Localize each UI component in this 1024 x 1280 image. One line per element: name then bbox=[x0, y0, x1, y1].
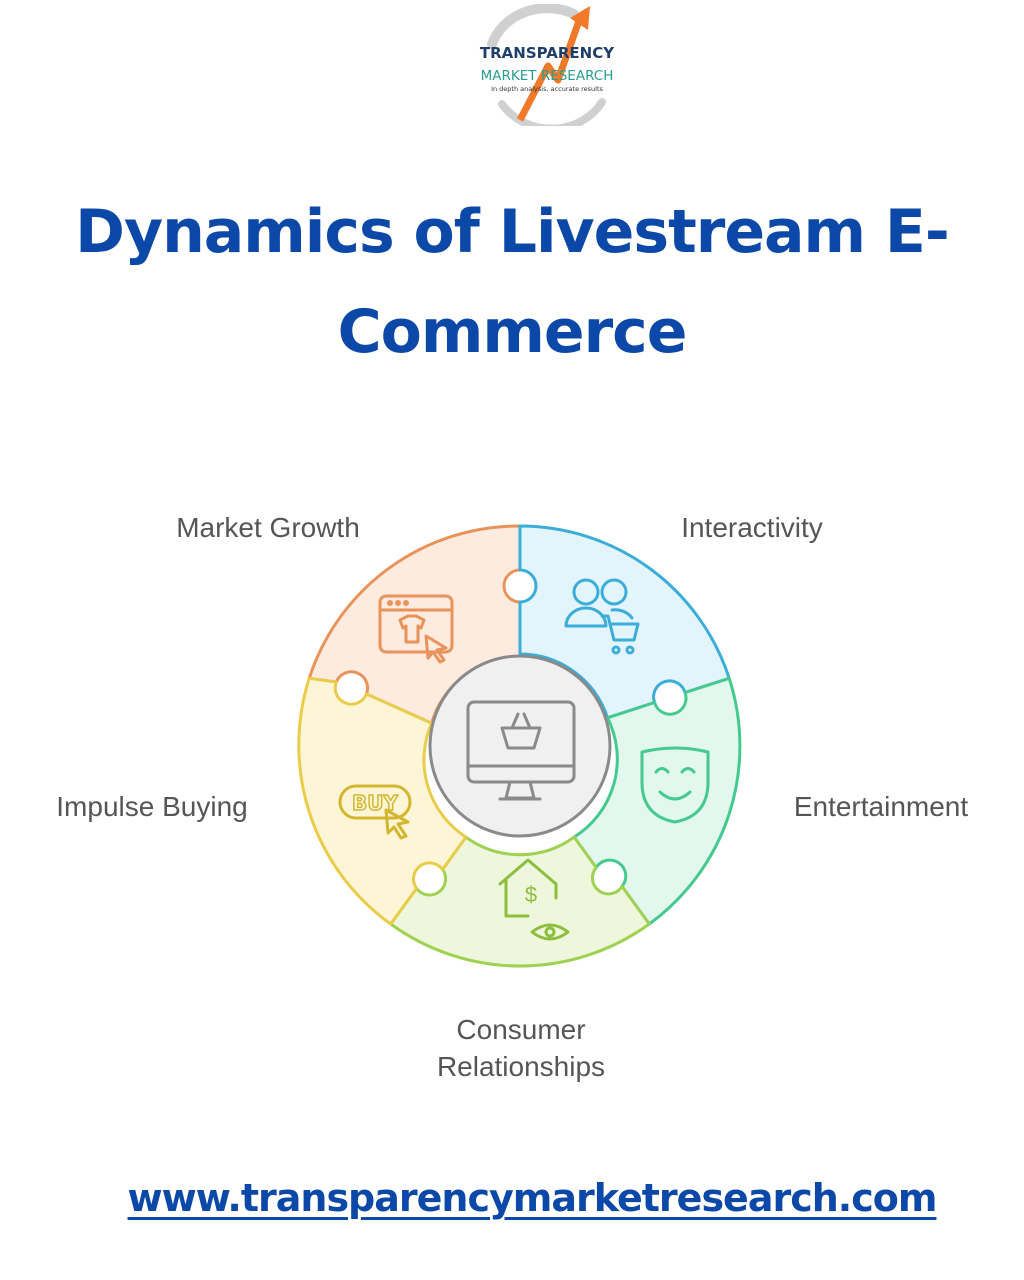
label-consumer-relationships-line-1: Consumer bbox=[456, 1014, 585, 1045]
label-impulse-buying: Impulse Buying bbox=[56, 791, 247, 822]
livestream-dynamics-diagram: $ BUY Market Growth Interactivity Entert… bbox=[56, 512, 969, 1082]
segment-entertainment bbox=[572, 676, 742, 926]
logo-swoosh-bottom bbox=[498, 98, 606, 126]
logo-swoosh-top bbox=[487, 4, 579, 49]
svg-text:$: $ bbox=[525, 882, 537, 907]
label-market-growth: Market Growth bbox=[176, 512, 360, 543]
logo-line-1: TRANSPARENCY bbox=[480, 44, 615, 62]
website-link[interactable]: www.transparencymarketresearch.com bbox=[127, 1176, 938, 1220]
logo-arrow-head bbox=[570, 6, 590, 30]
house-dollar-eye-icon: $ bbox=[498, 858, 570, 941]
buy-button-cursor-icon: BUY bbox=[338, 784, 412, 840]
company-logo: TRANSPARENCY MARKET RESEARCH In depth an… bbox=[480, 4, 615, 126]
page-title-line-2: Commerce bbox=[337, 297, 688, 367]
segment-market-growth bbox=[307, 524, 522, 725]
segment-impulse-buying: BUY bbox=[297, 676, 468, 926]
logo-line-2: MARKET RESEARCH bbox=[481, 68, 614, 84]
logo-arrow-line bbox=[516, 16, 584, 122]
label-consumer-relationships-line-2: Relationships bbox=[437, 1051, 605, 1082]
browser-shirt-cursor-icon bbox=[378, 594, 454, 664]
page-title-line-1: Dynamics of Livestream E- bbox=[75, 197, 950, 267]
logo-tagline: In depth analysis, accurate results bbox=[491, 85, 603, 93]
monitor-basket-icon bbox=[466, 700, 576, 801]
center-hub bbox=[428, 654, 612, 838]
label-interactivity: Interactivity bbox=[681, 512, 823, 543]
segment-interactivity bbox=[518, 524, 731, 720]
people-cart-icon bbox=[564, 578, 640, 655]
segment-consumer-relationships: $ bbox=[389, 835, 651, 968]
label-entertainment: Entertainment bbox=[794, 791, 969, 822]
smiling-mask-icon bbox=[640, 746, 710, 824]
